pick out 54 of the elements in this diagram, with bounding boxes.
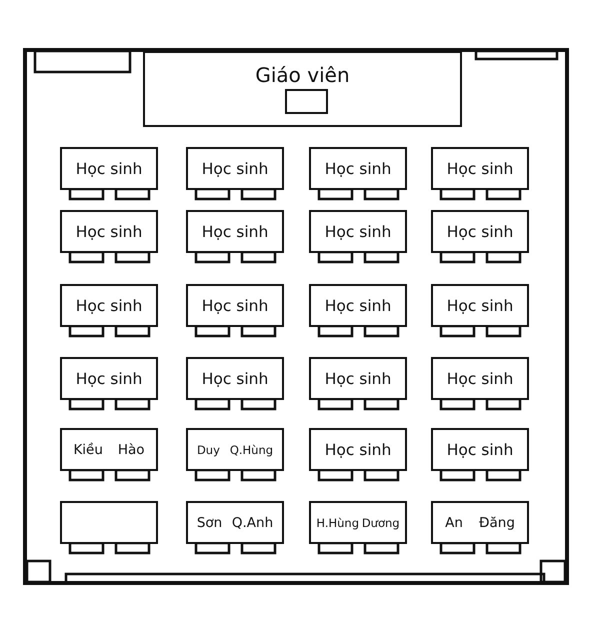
student-desk — [309, 210, 407, 253]
student-label: Học sinh — [446, 160, 514, 178]
student-name: Hào — [118, 442, 145, 458]
student-desk — [186, 501, 284, 544]
student-name: An — [445, 514, 463, 530]
student-desk — [60, 428, 158, 471]
student-label: Học sinh — [324, 296, 392, 314]
student-name: H.Hùng — [316, 516, 360, 530]
student-name: Kiều — [73, 442, 103, 458]
teacher-desk — [143, 51, 462, 127]
student-label: Học sinh — [76, 370, 142, 388]
student-label: Học sinh — [76, 160, 142, 178]
student-label: Học sinh — [202, 222, 268, 240]
student-desk — [60, 284, 158, 327]
student-desk — [309, 428, 407, 471]
student-label: Học sinh — [446, 222, 514, 240]
student-label: Học sinh — [76, 296, 142, 314]
student-desk — [186, 428, 284, 471]
student-name: Đăng — [479, 514, 515, 530]
student-desk — [60, 357, 158, 400]
student-label: Học sinh — [324, 370, 392, 388]
student-label: Học sinh — [446, 440, 514, 458]
student-desk — [186, 147, 284, 190]
student-label: Học sinh — [76, 222, 142, 240]
student-desk — [309, 147, 407, 190]
student-desk — [60, 147, 158, 190]
student-label: Học sinh — [324, 440, 392, 458]
teacher-label: Giáo viên — [255, 63, 350, 87]
student-desk — [431, 284, 529, 327]
student-desk — [309, 501, 407, 544]
student-name: Dương — [362, 516, 400, 530]
student-desk — [60, 501, 158, 544]
student-desk — [431, 501, 529, 544]
student-label: Học sinh — [202, 296, 268, 314]
student-label: Học sinh — [202, 160, 268, 178]
student-desk — [431, 210, 529, 253]
student-desk — [309, 357, 407, 400]
student-desk — [431, 357, 529, 400]
student-label: Học sinh — [446, 296, 514, 314]
student-desk — [431, 428, 529, 471]
student-label: Học sinh — [202, 370, 268, 388]
student-desk — [60, 210, 158, 253]
student-desk — [186, 357, 284, 400]
student-label: Học sinh — [324, 160, 392, 178]
student-name: Q.Hùng — [230, 442, 274, 456]
student-desk — [186, 284, 284, 327]
student-name: Duy — [196, 442, 220, 456]
student-desk — [431, 147, 529, 190]
student-desk — [309, 284, 407, 327]
student-name: Q.Anh — [232, 514, 274, 530]
student-desk — [186, 210, 284, 253]
student-label: Học sinh — [446, 370, 514, 388]
student-name: Sơn — [196, 514, 222, 530]
student-label: Học sinh — [324, 222, 392, 240]
